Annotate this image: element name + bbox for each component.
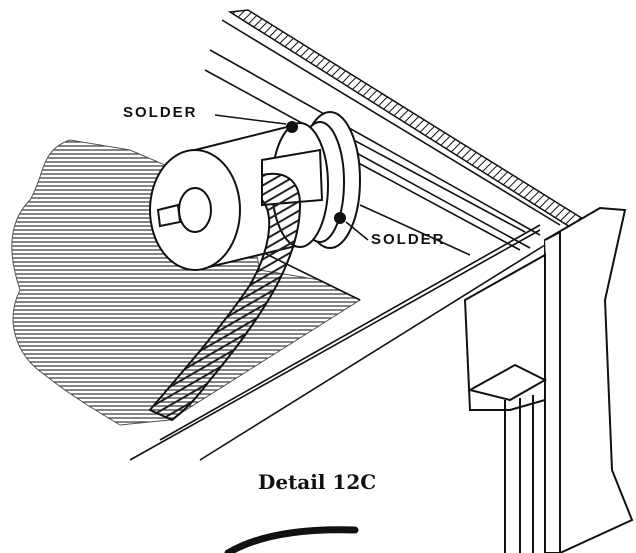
- leader-line-top: [214, 114, 287, 125]
- right-bracket: [463, 206, 634, 553]
- leader-line-right: [345, 221, 369, 241]
- solder-point-right: [334, 212, 346, 224]
- detail-caption: Detail 12C: [258, 470, 377, 494]
- bottom-curve-stroke: [224, 526, 359, 553]
- solder-label-right: SOLDER: [371, 231, 446, 248]
- solder-point-top: [286, 121, 298, 133]
- coiled-hose: [148, 172, 302, 422]
- shadow-area: [11, 139, 362, 426]
- cylinder-component: [149, 122, 329, 271]
- leader-lines: [214, 114, 369, 241]
- solder-points: [286, 121, 346, 224]
- solder-label-top: SOLDER: [123, 104, 198, 121]
